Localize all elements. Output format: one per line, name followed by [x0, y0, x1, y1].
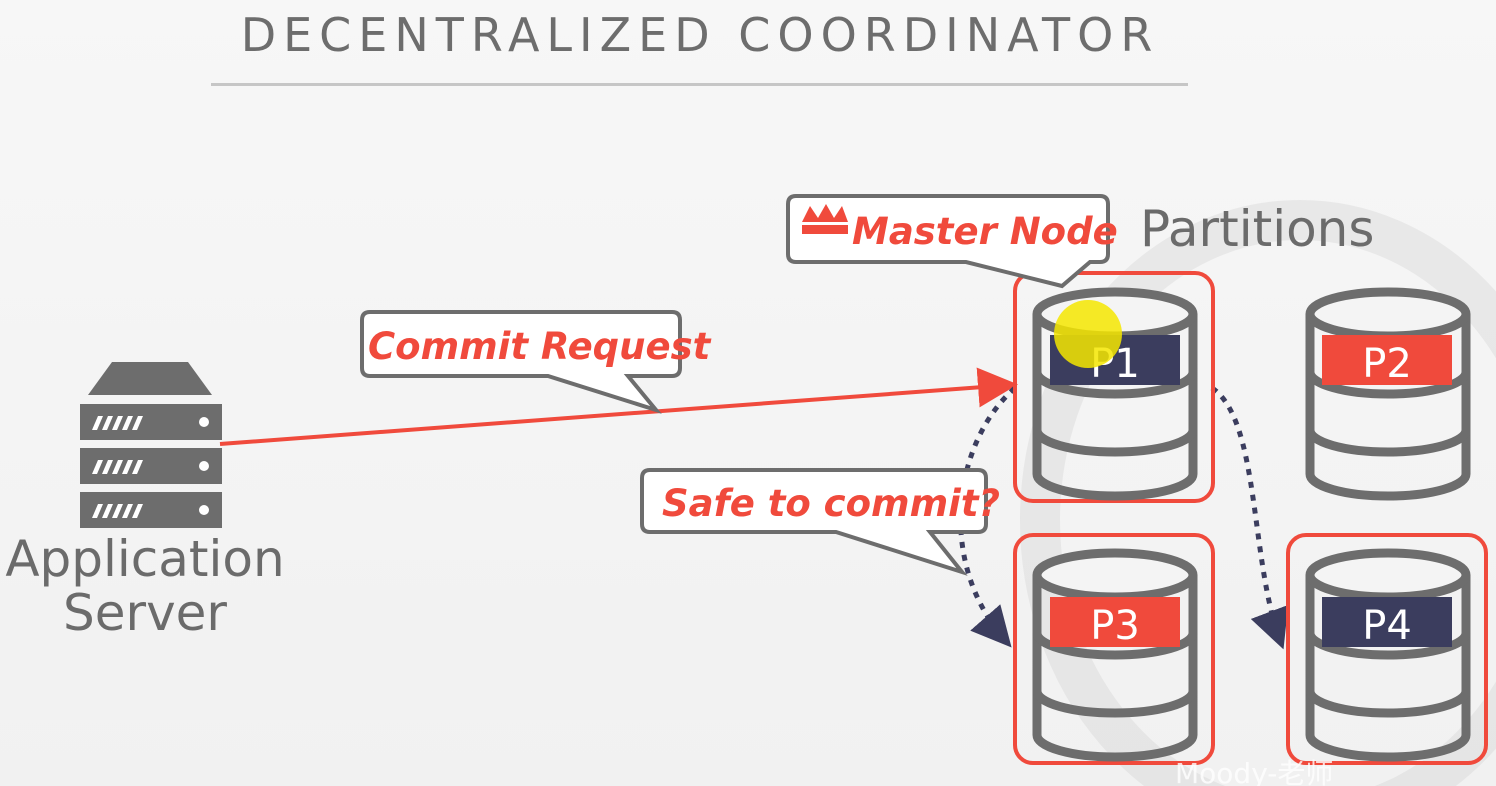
partition-label-p4: P4: [1362, 603, 1412, 649]
database-top: [1305, 287, 1471, 341]
database-top: [1032, 548, 1198, 602]
application-server-label: Application Server: [0, 532, 290, 640]
application-server-label-line1: Application: [5, 530, 285, 588]
partition-label-box-p3: [1050, 597, 1180, 647]
partitions-label: Partitions: [1140, 200, 1375, 258]
database-tier-line: [1032, 632, 1198, 660]
safe-to-commit-label: Safe to commit?: [662, 482, 1000, 525]
partition-frame-p4: [1286, 533, 1488, 765]
database-tier-line: [1032, 690, 1198, 718]
title-divider: [211, 83, 1188, 86]
database-tier-line: [1305, 371, 1471, 399]
database-icon-p2: [1305, 287, 1471, 501]
safe-to-commit-callout: [640, 468, 988, 576]
database-tier-line: [1032, 429, 1198, 457]
partition-label-p2: P2: [1362, 341, 1412, 387]
master-node-callout: [786, 194, 1110, 289]
partition-label-box-p2: [1322, 335, 1452, 385]
commit-request-callout: [360, 310, 682, 414]
database-top: [1305, 548, 1471, 602]
dotted-arrow-p1-to-p4: [1210, 385, 1289, 650]
database-tier-line: [1305, 429, 1471, 457]
partition-label-p3: P3: [1090, 603, 1140, 649]
commit-request-label: Commit Request: [368, 325, 711, 368]
database-tier-line: [1305, 690, 1471, 718]
slide-title: DECENTRALIZED COORDINATOR: [240, 8, 1160, 62]
database-body: [1305, 314, 1471, 501]
database-body: [1032, 314, 1198, 501]
partition-frame-p3: [1013, 533, 1215, 765]
application-server-label-line2: Server: [63, 584, 227, 642]
cursor-highlight: [1054, 300, 1122, 368]
partition-frame-p1: [1013, 271, 1215, 503]
database-tier-line: [1032, 371, 1198, 399]
background-decoration: [1020, 200, 1496, 786]
database-body: [1305, 575, 1471, 762]
master-node-label: Master Node: [852, 210, 1118, 253]
server-icon: [80, 362, 222, 528]
commit-request-arrow: [219, 367, 1018, 446]
crown-icon: [802, 204, 848, 234]
database-tier-line: [1305, 632, 1471, 660]
watermark: Moody-老师: [1175, 757, 1334, 786]
database-body: [1032, 575, 1198, 762]
partition-label-box-p4: [1322, 597, 1452, 647]
database-icon-p4: [1305, 548, 1471, 762]
